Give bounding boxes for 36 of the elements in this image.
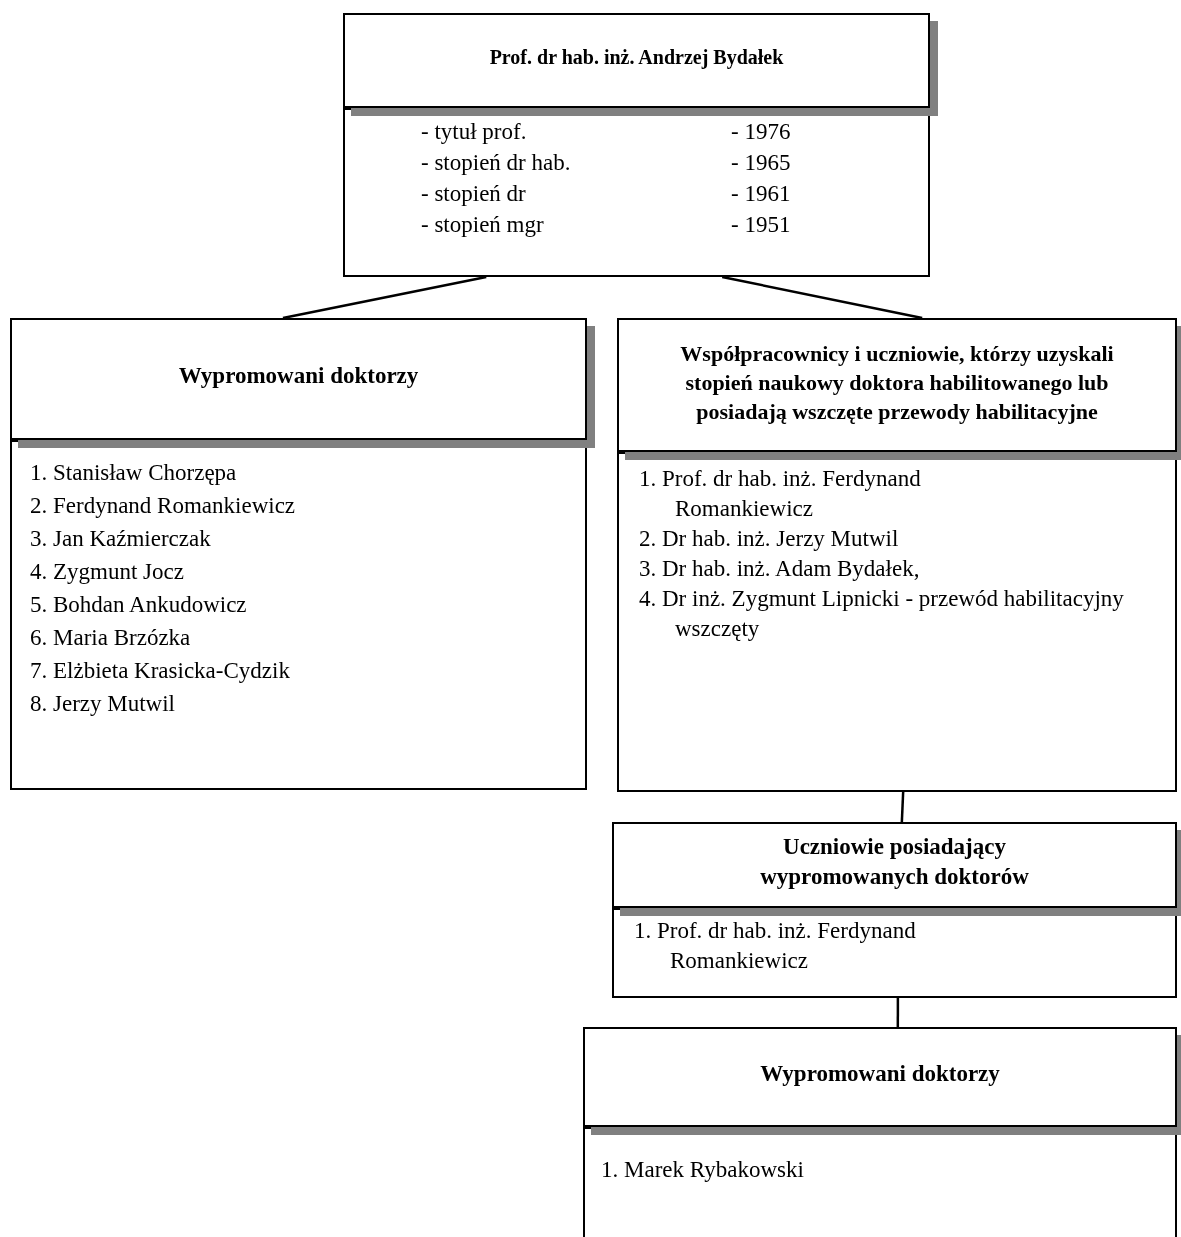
heading-text: Uczniowie posiadający wypromowanych doktorów (759, 833, 1030, 891)
heading-text: Wypromowani doktorzy (178, 362, 419, 390)
heading-text: Prof. dr hab. inż. Andrzej Bydałek (489, 45, 784, 71)
year-text: - 1961 (731, 180, 792, 208)
heading-text: Współpracownicy i uczniowie, którzy uzyskali stopień naukowy doktora habilitowanego lub posiadają wszczęte przewody habilitacyjne (679, 339, 1115, 426)
list-item: 5. Bohdan Ankudowicz (30, 591, 248, 619)
list-box (10, 440, 587, 790)
list-item: 1. Marek Rybakowski (601, 1156, 805, 1184)
list-item: 1. Prof. dr hab. inż. Ferdynand Romankiewicz (634, 917, 917, 975)
degree-text: - tytuł prof. (421, 118, 528, 146)
connector-line (721, 275, 923, 320)
list-item: 1. Stanisław Chorzępa (30, 459, 238, 487)
year-text: - 1965 (731, 149, 792, 177)
heading-text: Wypromowani doktorzy (760, 1060, 1000, 1088)
degree-text: - stopień dr hab. (421, 149, 572, 177)
list-item: 6. Maria Brzózka (30, 624, 192, 652)
list-item: 8. Jerzy Mutwil (30, 690, 176, 718)
list-box (612, 908, 1177, 998)
year-text: - 1976 (731, 118, 792, 146)
list-item: 4. Zygmunt Jocz (30, 558, 185, 586)
year-text: - 1951 (731, 211, 792, 239)
list-item: 3. Dr hab. inż. Adam Bydałek, (639, 555, 921, 583)
degree-text: - stopień mgr (421, 211, 545, 239)
list-item: 1. Prof. dr hab. inż. Ferdynand Romankiewicz (639, 465, 922, 523)
list-box (583, 1127, 1177, 1237)
connector-line (900, 791, 905, 823)
degree-text: - stopień dr (421, 180, 527, 208)
list-item: 4. Dr inż. Zygmunt Lipnicki - przewód habilitacyjny wszczęty (639, 585, 1125, 643)
connector-line (896, 998, 900, 1027)
connector-line (282, 275, 487, 320)
list-item: 3. Jan Kaźmierczak (30, 525, 212, 553)
list-box (617, 452, 1177, 792)
list-item: 2. Dr hab. inż. Jerzy Mutwil (639, 525, 900, 553)
list-box (343, 108, 930, 277)
list-item: 7. Elżbieta Krasicka-Cydzik (30, 657, 291, 685)
list-item: 2. Ferdynand Romankiewicz (30, 492, 297, 520)
